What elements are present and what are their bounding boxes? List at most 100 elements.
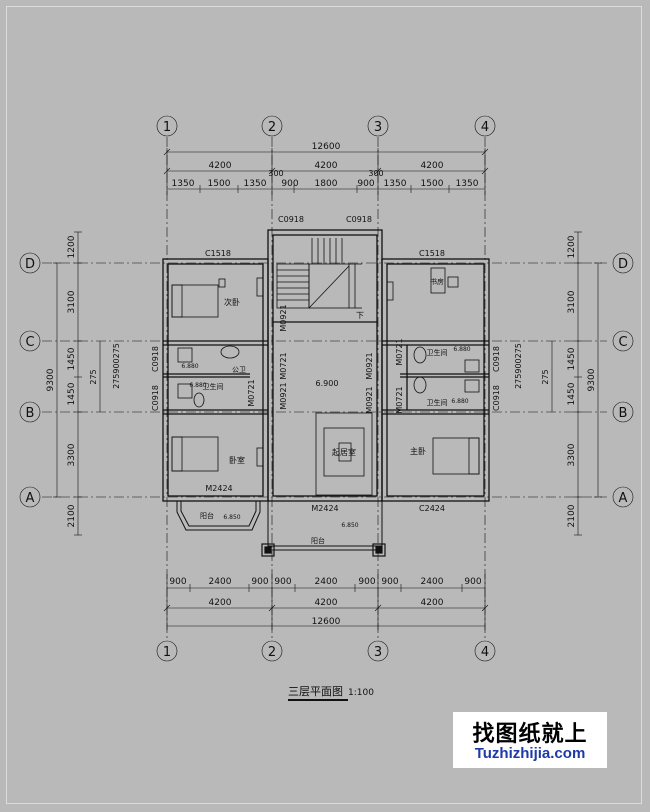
room-master: 主卧 [410,446,426,456]
axis-label-D-left: D [25,257,35,272]
tag-m0921-a: M0921 [279,304,288,331]
elev-bath-right2: 6.880 [451,398,468,405]
tag-c0918-right2: C0918 [492,385,501,411]
axis-bubble-B-right [612,401,634,423]
dim-top-seg-4: 1800 [315,179,338,189]
tag-m0721-a: M0721 [279,352,288,379]
dim-top-total: 12600 [312,142,341,152]
dim-right-seg-4: 3300 [567,443,577,466]
axis-label-4-bottom: 4 [481,645,489,660]
columns [261,543,386,557]
room-bath3: 卫生间 [427,348,448,357]
axis-label-C-right: C [618,335,627,350]
axis-bubble-D-right [612,252,634,274]
dim-bottom-seg-2: 900 [251,577,268,587]
watermark-cn: 找图纸就上 [472,722,588,747]
dim-right-stack: 275900275 [514,343,523,389]
dim-top-offset-0: 300 [268,169,283,178]
dim-right-total: 9300 [587,368,597,391]
title-underline [288,699,348,701]
dim-top-seg-7: 1500 [421,179,444,189]
axis-bubble-3-bottom [367,640,389,662]
dim-left-seg-3: 1450 [67,382,77,405]
tag-m0921-b: M0921 [279,382,288,409]
dim-bottom-seg-6: 900 [381,577,398,587]
watermark: 找图纸就上 Tuzhizhijia.com [453,712,607,768]
dim-left-seg-4: 3300 [67,443,77,466]
furniture [171,267,480,496]
room-bedroom3: 卧室 [229,455,245,465]
drawing-title-text: 三层平面图 [288,685,343,698]
walls [162,229,490,502]
dim-right-seg-0: 1200 [567,235,577,258]
tag-c0918-b: C0918 [346,215,372,224]
elev-hall: 6.900 [316,379,339,388]
dim-top-seg-1: 1500 [208,179,231,189]
dim-bottom-seg-8: 900 [464,577,481,587]
tag-m0721-b: M0721 [247,379,256,406]
axis-label-A-right: A [619,491,628,506]
dim-bottom-total: 12600 [312,617,341,627]
axis-bubble-4 [474,115,496,137]
tag-c1518-a: C1518 [205,249,231,258]
dim-top-seg-6: 1350 [384,179,407,189]
room-bath2: 卫生间 [203,382,224,391]
axis-label-3: 3 [374,120,382,135]
axis-label-2-bottom: 2 [268,645,276,660]
axis-label-2: 2 [268,120,276,135]
dim-bottom-bay-2: 4200 [421,598,444,608]
room-bath4: 卫生间 [427,398,448,407]
dim-left-seg-0: 1200 [67,235,77,258]
axis-label-3-bottom: 3 [374,645,382,660]
dim-left-seg-5: 2100 [67,504,77,527]
bed-master [432,437,480,475]
dim-bottom-seg-3: 900 [274,577,291,587]
axis-bubble-C-right [612,330,634,352]
tag-c0918-a: C0918 [278,215,304,224]
elev-balcony1: 6.850 [223,514,240,521]
dim-bottom-bay-0: 4200 [209,598,232,608]
tag-m0921-c: M0921 [365,352,374,379]
dim-right-seg-3: 1450 [567,382,577,405]
dim-top-bay-2: 4200 [421,161,444,171]
dim-top-bay-1: 4200 [315,161,338,171]
bed-bedroom2 [171,284,219,318]
bottom-dimension-lines [163,574,489,630]
top-dimension-lines [163,148,489,195]
tag-c1518-b: C1518 [419,249,445,258]
axis-bubble-4-bottom [474,640,496,662]
balconies [176,501,383,551]
dim-top-seg-8: 1350 [456,179,479,189]
stair-down-label: 下 [356,311,364,320]
dim-top-seg-3: 900 [281,179,298,189]
dim-bottom-seg-7: 2400 [421,577,444,587]
elev-bath-left2: 6.880 [189,382,206,389]
axis-label-1-bottom: 1 [163,645,171,660]
desk [430,267,446,294]
dim-left-seg-2: 1450 [67,347,77,370]
right-dimension-lines [551,231,602,536]
dim-top-seg-0: 1350 [172,179,195,189]
dim-left-seg-1: 3100 [67,290,77,313]
tag-m0921-d: M0921 [365,386,374,413]
dim-bottom-seg-4: 2400 [315,577,338,587]
sofa-set [315,412,373,496]
room-balcony1: 阳台 [200,511,214,520]
dim-bottom-seg-0: 900 [169,577,186,587]
dim-bottom-bay-1: 4200 [315,598,338,608]
axis-label-B-left: B [26,406,35,421]
axis-label-B-right: B [619,406,628,421]
axis-label-4: 4 [481,120,489,135]
elev-balcony2: 6.850 [341,522,358,529]
axis-label-A-left: A [26,491,35,506]
axis-bubble-3 [367,115,389,137]
axis-bubble-2-bottom [261,640,283,662]
dim-left-stack: 275900275 [112,343,121,389]
dim-top-seg-2: 1350 [244,179,267,189]
axis-label-C-left: C [25,335,34,350]
dim-top-bay-0: 4200 [209,161,232,171]
room-balcony2: 阳台 [311,536,325,545]
tag-c0918-left2: C0918 [151,385,160,411]
